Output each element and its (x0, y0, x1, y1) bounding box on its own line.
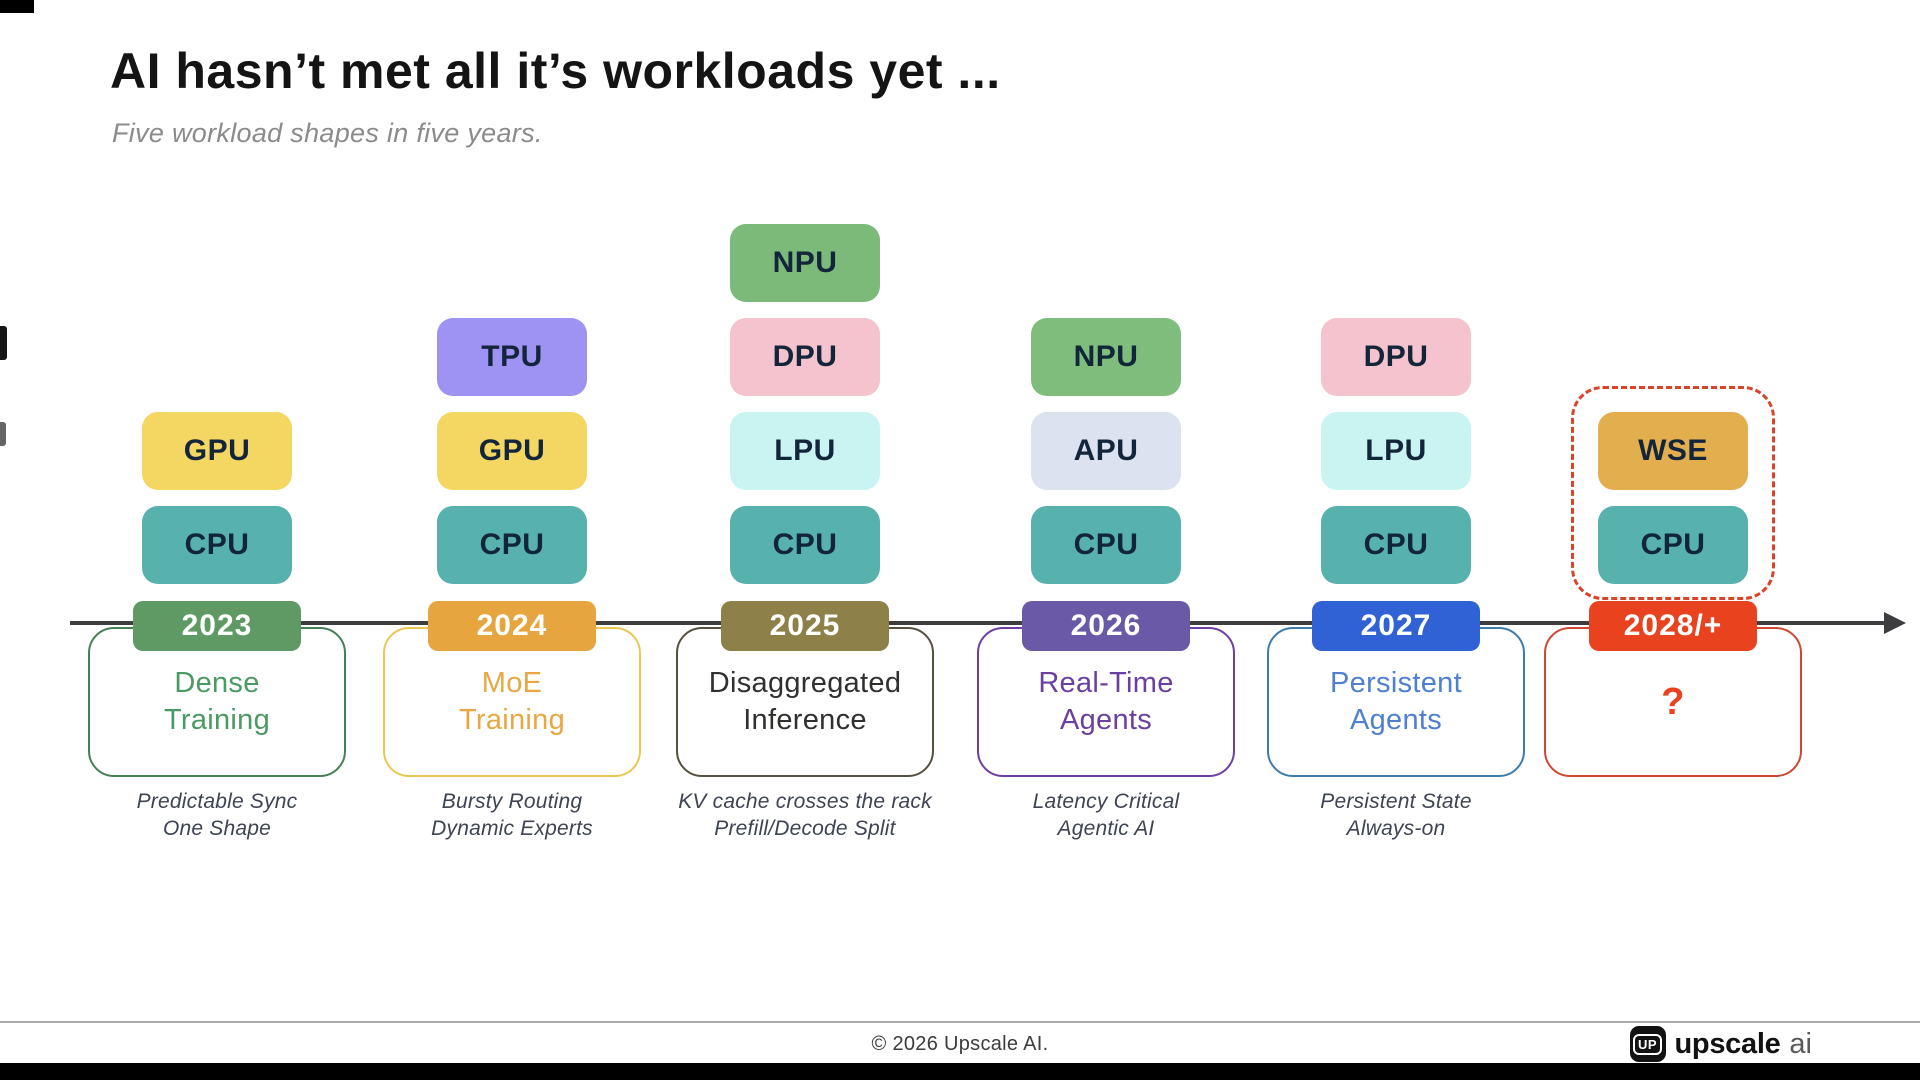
workload-label: Agents (1059, 704, 1153, 736)
timeline-column-2023: GPU CPU 2023 Dense Training Predictable … (77, 0, 357, 1080)
workload-label: Disaggregated (708, 667, 902, 699)
workload-box: Disaggregated Inference (676, 627, 934, 777)
description-line: Latency Critical (1032, 790, 1180, 813)
chip-stack: TPU GPU CPU (437, 318, 587, 584)
upscale-logo: UP upscale ai (1629, 1026, 1812, 1062)
logo-suffix: ai (1789, 1027, 1812, 1060)
description-line: Always-on (1346, 817, 1446, 840)
footer-divider (0, 1021, 1920, 1023)
cpu-chip: CPU (437, 506, 587, 584)
lpu-chip: LPU (1321, 412, 1471, 490)
description-line: Dynamic Experts (431, 817, 593, 840)
description-line: Bursty Routing (441, 790, 583, 813)
gpu-chip: GPU (437, 412, 587, 490)
wse-chip: WSE (1598, 412, 1748, 490)
workload-label: Training (163, 704, 271, 736)
description-line: Agentic AI (1057, 817, 1155, 840)
workload-description: Latency Critical Agentic AI (916, 788, 1296, 842)
year-pill-2027: 2027 (1312, 601, 1480, 651)
dpu-chip: DPU (1321, 318, 1471, 396)
timeline-axis (70, 621, 1890, 625)
timeline-column-2026: NPU APU CPU 2026 Real-Time Agents Latenc… (966, 0, 1246, 1080)
description-line: KV cache crosses the rack (678, 790, 932, 813)
year-pill-2024: 2024 (428, 601, 596, 651)
workload-description: Bursty Routing Dynamic Experts (322, 788, 702, 842)
timeline-column-2028: WSE CPU 2028/+ ? (1533, 0, 1813, 1080)
workload-label: Real-Time (1038, 667, 1174, 699)
left-edge-mark (0, 422, 6, 446)
page-title: AI hasn’t met all it’s workloads yet ... (110, 43, 1001, 99)
workload-description: Predictable Sync One Shape (27, 788, 407, 842)
workload-description: Persistent State Always-on (1206, 788, 1586, 842)
future-highlight-frame (1571, 386, 1775, 600)
copyright-text: © 2026 Upscale AI. (871, 1033, 1049, 1055)
year-pill-2028: 2028/+ (1589, 601, 1757, 651)
year-pill-2023: 2023 (133, 601, 301, 651)
top-left-black-sliver (0, 0, 34, 13)
logo-monogram: UP (1632, 1033, 1663, 1055)
workload-label: Agents (1349, 704, 1443, 736)
workload-label: Training (458, 704, 566, 736)
gpu-chip: GPU (142, 412, 292, 490)
left-edge-mark (0, 326, 7, 360)
workload-label: MoE (481, 667, 543, 699)
timeline-arrowhead-icon (1884, 612, 1906, 634)
npu-chip: NPU (730, 224, 880, 302)
tpu-chip: TPU (437, 318, 587, 396)
description-line: Persistent State (1320, 790, 1472, 813)
cpu-chip: CPU (1598, 506, 1748, 584)
lpu-chip: LPU (730, 412, 880, 490)
workload-label: Dense (174, 667, 260, 699)
workload-label: Persistent (1330, 667, 1462, 699)
workload-box: Dense Training (88, 627, 346, 777)
cpu-chip: CPU (1031, 506, 1181, 584)
workload-box: ? (1544, 627, 1802, 777)
page-subtitle: Five workload shapes in five years. (112, 118, 543, 148)
cpu-chip: CPU (142, 506, 292, 584)
description-line: Predictable Sync (136, 790, 298, 813)
chip-stack: GPU CPU (142, 412, 292, 584)
apu-chip: APU (1031, 412, 1181, 490)
logo-wordmark: upscale (1674, 1027, 1781, 1060)
year-pill-2026: 2026 (1022, 601, 1190, 651)
dpu-chip: DPU (730, 318, 880, 396)
timeline-column-2024: TPU GPU CPU 2024 MoE Training Bursty Rou… (372, 0, 652, 1080)
workload-label: Inference (743, 704, 867, 736)
chip-stack: NPU APU CPU (1031, 318, 1181, 584)
chip-stack: DPU LPU CPU (1321, 318, 1471, 584)
timeline-column-2025: NPU DPU LPU CPU 2025 Disaggregated Infer… (665, 0, 945, 1080)
chip-stack: WSE CPU (1598, 412, 1748, 584)
cpu-chip: CPU (730, 506, 880, 584)
bottom-black-bar (0, 1063, 1920, 1080)
workload-box: MoE Training (383, 627, 641, 777)
cpu-chip: CPU (1321, 506, 1471, 584)
year-pill-2025: 2025 (721, 601, 889, 651)
npu-chip: NPU (1031, 318, 1181, 396)
timeline-column-2027: DPU LPU CPU 2027 Persistent Agents Persi… (1256, 0, 1536, 1080)
description-line: Prefill/Decode Split (714, 817, 896, 840)
chip-stack: NPU DPU LPU CPU (730, 224, 880, 584)
workload-description: KV cache crosses the rack Prefill/Decode… (615, 788, 995, 842)
description-line: One Shape (162, 817, 272, 840)
workload-label: ? (1661, 681, 1685, 723)
upscale-logo-icon: UP (1629, 1026, 1666, 1062)
